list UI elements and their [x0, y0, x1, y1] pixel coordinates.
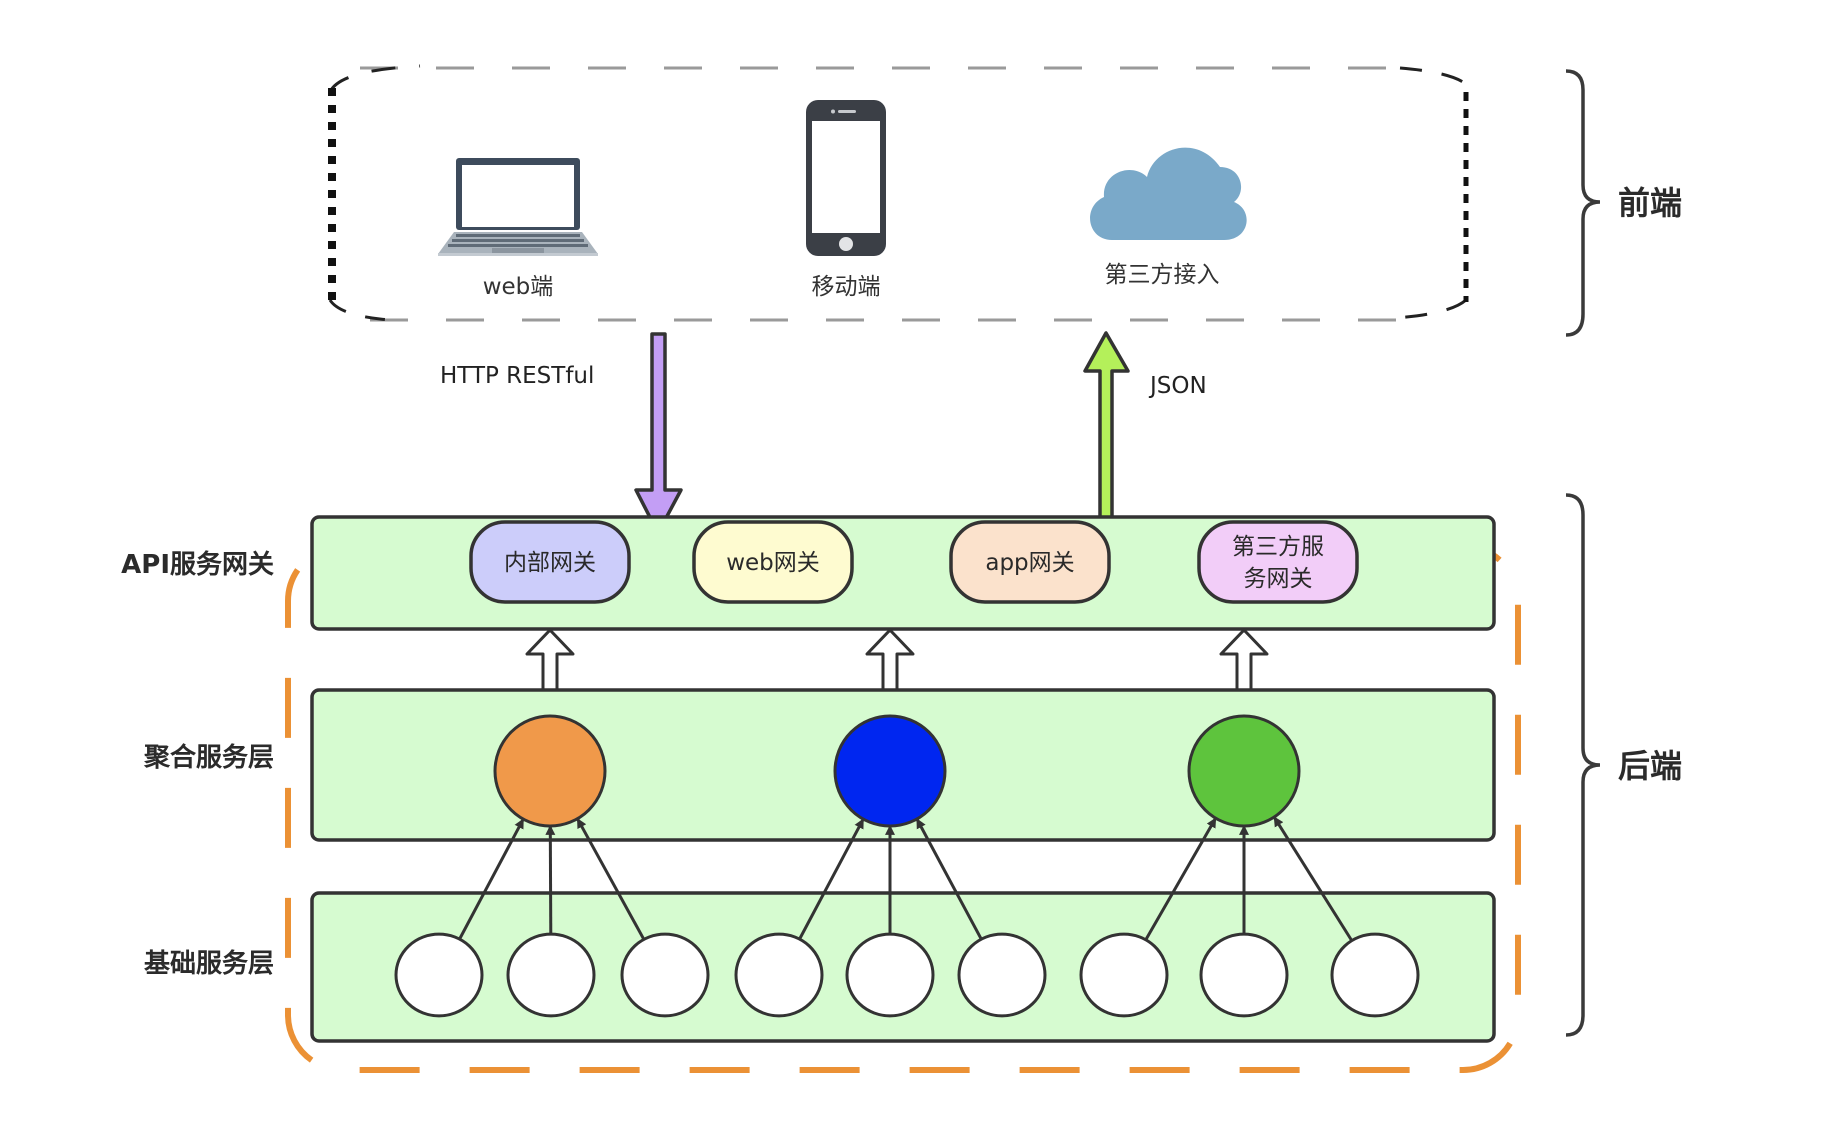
base-service-node: [734, 932, 824, 1018]
smartphone-icon: [806, 100, 886, 256]
laptop-icon: [438, 158, 598, 256]
dependency-arrow: [458, 818, 525, 940]
frontend-corner-bl: [328, 299, 391, 322]
aggregation-services: [493, 714, 1301, 828]
response-protocol-label: JSON: [1148, 373, 1207, 399]
base-service-node: [620, 932, 710, 1018]
frontend-brace-label: 前端: [1618, 184, 1682, 222]
request-protocol-label: HTTP RESTful: [440, 363, 594, 389]
dependency-arrow: [1273, 816, 1354, 942]
response-arrow: [1083, 331, 1130, 547]
base-services: [394, 932, 1420, 1018]
gateway-box: [469, 520, 631, 604]
frontend-corner-br: [1394, 298, 1467, 320]
protocol-arrows: HTTP RESTful JSON: [440, 331, 1207, 547]
base-service-node: [1330, 932, 1420, 1018]
gateway-node: app网关: [949, 520, 1111, 604]
gateway-label: app网关: [985, 550, 1074, 576]
layer-label-aggregation: 聚合服务层: [143, 742, 274, 773]
aggregation-service-node: [1187, 714, 1301, 828]
backend-brace: [1565, 493, 1601, 1037]
frontend-brace: [1565, 69, 1601, 337]
gateway-box: [692, 520, 854, 604]
base-service-node: [957, 932, 1047, 1018]
dependency-arrow: [916, 818, 983, 940]
frontend-group: web端 移动端 第三方接入 前端: [328, 64, 1682, 337]
hollow-up-arrow: [865, 628, 915, 692]
client-label-mobile: 移动端: [812, 274, 881, 300]
hollow-up-arrow: [1219, 628, 1269, 692]
dependency-arrow: [576, 817, 646, 941]
gateway-label: 内部网关: [504, 550, 596, 576]
hollow-up-arrow: [525, 628, 575, 692]
cloud-icon: [1090, 147, 1247, 240]
gateway-box: [949, 520, 1111, 604]
aggregation-service-node: [493, 714, 607, 828]
layer-label-api-gateway: API服务网关: [121, 550, 274, 580]
dependency-arrow: [1144, 817, 1217, 941]
gateway-label: 务网关: [1244, 566, 1313, 592]
client-label-web: web端: [483, 274, 554, 300]
base-service-node: [1079, 932, 1169, 1018]
frontend-corner-tr: [1399, 66, 1467, 86]
hollow-arrows: [525, 628, 1269, 692]
gateway-label: 第三方服: [1232, 534, 1324, 560]
gateway-node: 内部网关: [469, 520, 631, 604]
base-service-node: [506, 932, 596, 1018]
base-service-node: [845, 932, 935, 1018]
gateway-box: [1197, 520, 1359, 604]
service-connectors: [458, 816, 1354, 942]
aggregation-service-node: [833, 714, 947, 828]
dependency-arrow: [545, 824, 556, 935]
gateway-node: web网关: [692, 520, 854, 604]
client-label-third-party: 第三方接入: [1105, 262, 1220, 288]
gateway-label: web网关: [726, 550, 820, 576]
base-service-node: [1199, 932, 1289, 1018]
layer-label-base: 基础服务层: [144, 949, 274, 979]
backend-brace-label: 后端: [1618, 747, 1682, 785]
dependency-arrow: [798, 818, 865, 940]
request-arrow: [634, 332, 683, 535]
base-service-node: [394, 932, 484, 1018]
frontend-corner-tl: [328, 64, 421, 93]
